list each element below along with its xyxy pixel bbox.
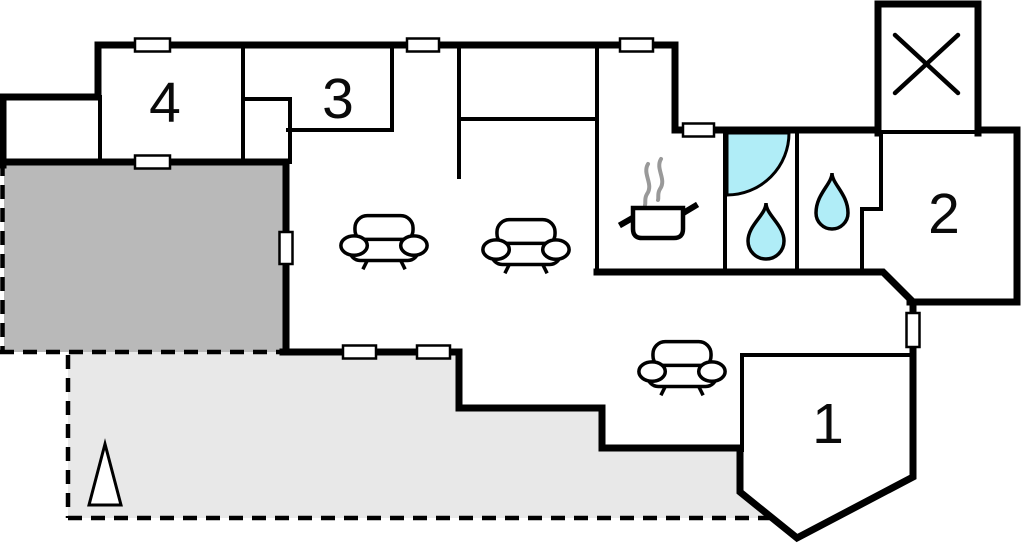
terrace-dashed-border — [0, 162, 770, 521]
x-marker-icon — [892, 32, 961, 96]
window — [681, 122, 716, 138]
window — [278, 230, 294, 266]
room-1-label: 1 — [812, 392, 844, 456]
door-swing-icon — [725, 131, 791, 197]
window — [133, 37, 172, 53]
windows-group — [133, 37, 921, 360]
room-3-label: 3 — [322, 67, 354, 131]
window — [905, 311, 921, 349]
room-4-label: 4 — [149, 71, 181, 135]
window — [341, 344, 378, 360]
window — [618, 37, 655, 53]
window — [415, 344, 452, 360]
room-2-label: 2 — [928, 182, 960, 246]
window — [405, 37, 441, 53]
open-terrace-area — [68, 352, 771, 518]
steam-icon — [643, 157, 665, 207]
tree-marker-icon — [87, 438, 123, 507]
water-drop-icon — [746, 202, 786, 261]
water-drop-icon — [814, 172, 850, 231]
cooking-pot-icon — [617, 201, 700, 241]
window — [133, 154, 172, 170]
covered-terrace-area — [4, 163, 286, 352]
interior-walls — [98, 43, 977, 452]
